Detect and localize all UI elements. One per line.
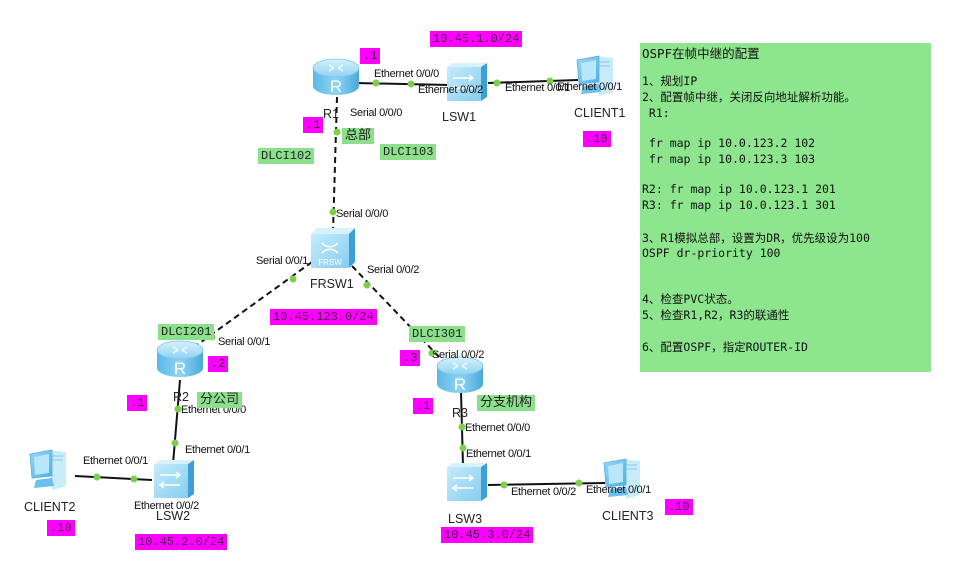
link-r1-lsw1 xyxy=(354,82,451,86)
notes-line: 1、规划IP xyxy=(642,74,698,88)
port-label: Ethernet 0/0/1 xyxy=(557,81,622,93)
port-label: Ethernet 0/0/2 xyxy=(418,84,483,96)
ip-tag-client3: .10 xyxy=(665,499,693,515)
port-dot xyxy=(407,80,415,88)
dlci-label-103: DLCI103 xyxy=(380,144,437,160)
port-dot xyxy=(459,444,467,452)
ip-tag-client1: .10 xyxy=(583,131,611,147)
port-dot xyxy=(575,479,583,487)
port-label: Ethernet 0/0/1 xyxy=(505,82,570,94)
port-dot xyxy=(363,281,371,289)
port-label: Ethernet 0/0/2 xyxy=(511,486,576,498)
device-name-r1: R1 xyxy=(323,107,339,121)
device-name-frsw1: FRSW1 xyxy=(310,277,354,291)
port-dot xyxy=(130,475,138,483)
router-r2[interactable] xyxy=(156,340,204,379)
notes-line: fr map ip 10.0.123.2 102 xyxy=(642,136,816,150)
port-label: Serial 0/0/2 xyxy=(367,264,419,276)
port-dot xyxy=(333,128,341,136)
notes-line: 6、配置OSPF，指定ROUTER-ID xyxy=(642,340,808,354)
device-name-client1: CLIENT1 xyxy=(574,106,625,120)
port-label: Serial 0/0/1 xyxy=(218,336,270,348)
port-dot xyxy=(171,439,179,447)
port-label: Ethernet 0/0/1 xyxy=(83,455,148,467)
port-dot xyxy=(174,405,182,413)
port-dot xyxy=(458,423,466,431)
network-label-10-45-2: 10.45.2.0/24 xyxy=(135,534,228,550)
notes-line: R2: fr map ip 10.0.123.1 201 xyxy=(642,182,836,196)
device-name-r2: R2 xyxy=(173,390,189,404)
ip-tag-r1-eth: .1 xyxy=(360,48,381,64)
port-dot xyxy=(329,208,337,216)
link-lsw1-client1 xyxy=(487,79,579,84)
port-dot xyxy=(428,349,436,357)
port-label: Ethernet 0/0/2 xyxy=(134,500,199,512)
frsw-frsw1[interactable] xyxy=(310,228,356,269)
notes-line: 4、检查PVC状态。 xyxy=(642,292,739,306)
dlci-label-102: DLCI102 xyxy=(258,148,315,164)
dlci-label-201: DLCI201 xyxy=(158,324,215,340)
device-name-lsw3: LSW3 xyxy=(448,512,482,526)
ip-tag-r3-serial: .3 xyxy=(400,350,421,366)
notes-line: R3: fr map ip 10.0.123.1 301 xyxy=(642,198,836,212)
notes-line: fr map ip 10.0.123.3 103 xyxy=(642,152,816,166)
port-dot xyxy=(372,79,380,87)
device-name-r3: R3 xyxy=(452,406,468,420)
network-label-10-45-3: 10.45.3.0/24 xyxy=(441,527,534,543)
site-label-hq: 总部 xyxy=(342,128,375,144)
router-r3[interactable] xyxy=(436,356,484,395)
site-label-branch-org: 分支机构 xyxy=(477,395,536,411)
notes-title: OSPF在帧中继的配置 xyxy=(642,46,760,61)
network-label-10-45-1: 10.45.1.0/24 xyxy=(430,31,523,47)
notes-line: 5、检查R1,R2，R3的联通性 xyxy=(642,308,790,322)
notes-line: 3、R1模拟总部，设置为DR，优先级设为100 xyxy=(642,231,870,245)
device-name-lsw2: LSW2 xyxy=(156,509,190,523)
notes-line: R1: xyxy=(642,106,670,120)
ip-tag-r3-eth: .1 xyxy=(413,398,434,414)
link-r2-lsw2 xyxy=(172,379,181,465)
port-label: Serial 0/0/2 xyxy=(432,349,484,361)
ip-tag-r1-serial: .1 xyxy=(303,117,324,133)
link-lsw3-client3 xyxy=(487,482,606,486)
device-name-client3: CLIENT3 xyxy=(602,509,653,523)
port-dot xyxy=(500,481,508,489)
device-name-client2: CLIENT2 xyxy=(24,500,75,514)
port-label: Serial 0/0/0 xyxy=(350,107,402,119)
ip-tag-r2-eth: .1 xyxy=(127,395,148,411)
port-label: Ethernet 0/0/1 xyxy=(586,484,651,496)
notes-line: 2、配置帧中继，关闭反向地址解析功能。 xyxy=(642,90,856,104)
ip-tag-r2-serial: .2 xyxy=(208,356,229,372)
switch-lsw2[interactable] xyxy=(153,460,195,499)
port-dot xyxy=(93,473,101,481)
port-label: Ethernet 0/0/1 xyxy=(185,444,250,456)
port-label: Serial 0/0/1 xyxy=(256,255,308,267)
port-dot xyxy=(493,79,501,87)
port-label: Serial 0/0/0 xyxy=(336,208,388,220)
port-label: Ethernet 0/0/0 xyxy=(465,422,530,434)
switch-lsw3[interactable] xyxy=(446,463,488,502)
ip-tag-client2: .10 xyxy=(47,520,75,536)
device-name-lsw1: LSW1 xyxy=(442,110,476,124)
config-notes-panel: OSPF在帧中继的配置 1、规划IP 2、配置帧中继，关闭反向地址解析功能。 R… xyxy=(640,43,931,372)
dlci-label-301: DLCI301 xyxy=(409,326,466,342)
network-label-10-45-123: 10.45.123.0/24 xyxy=(270,309,377,325)
router-r1[interactable] xyxy=(312,58,360,97)
site-label-branch-office: 分公司 xyxy=(197,392,243,408)
pc-client2[interactable] xyxy=(29,449,67,491)
port-label: Ethernet 0/0/0 xyxy=(374,68,439,80)
port-label: Ethernet 0/0/1 xyxy=(466,448,531,460)
port-dot xyxy=(546,77,554,85)
notes-line: OSPF dr-priority 100 xyxy=(642,246,781,260)
port-dot xyxy=(289,275,297,283)
link-lsw2-client2 xyxy=(74,475,153,481)
